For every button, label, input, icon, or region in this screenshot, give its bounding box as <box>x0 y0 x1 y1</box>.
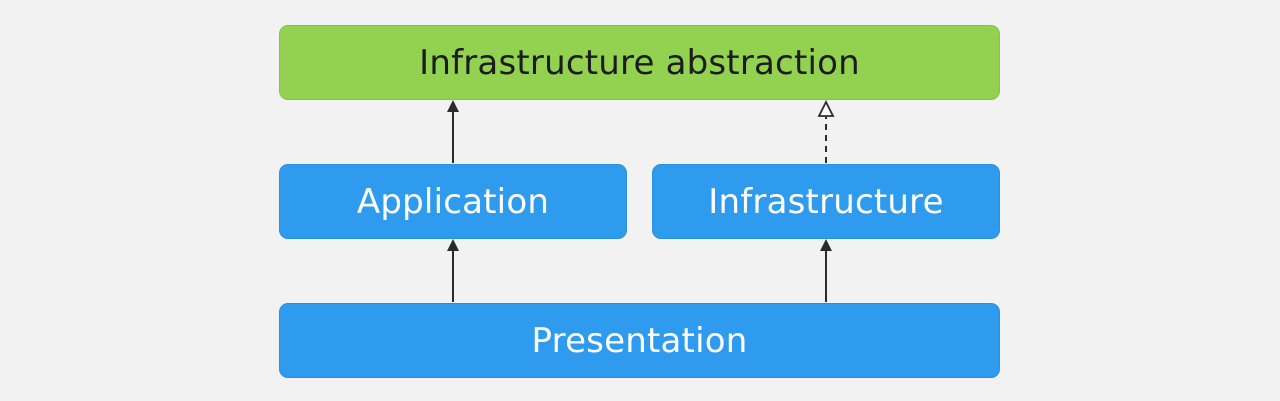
arrow-presentation-to-application <box>447 239 459 302</box>
presentation-label: Presentation <box>531 320 748 361</box>
infrastructure-label: Infrastructure <box>708 181 944 222</box>
infrastructure-abstraction-label: Infrastructure abstraction <box>419 42 860 83</box>
arrow-infrastructure-implements-abstraction <box>817 99 835 163</box>
infrastructure-box: Infrastructure <box>652 164 1000 239</box>
infrastructure-abstraction-box: Infrastructure abstraction <box>279 25 1000 100</box>
application-label: Application <box>356 181 550 222</box>
application-box: Application <box>279 164 627 239</box>
arrow-presentation-to-infrastructure <box>820 239 832 302</box>
presentation-box: Presentation <box>279 303 1000 378</box>
arrow-application-to-abstraction <box>447 100 459 163</box>
